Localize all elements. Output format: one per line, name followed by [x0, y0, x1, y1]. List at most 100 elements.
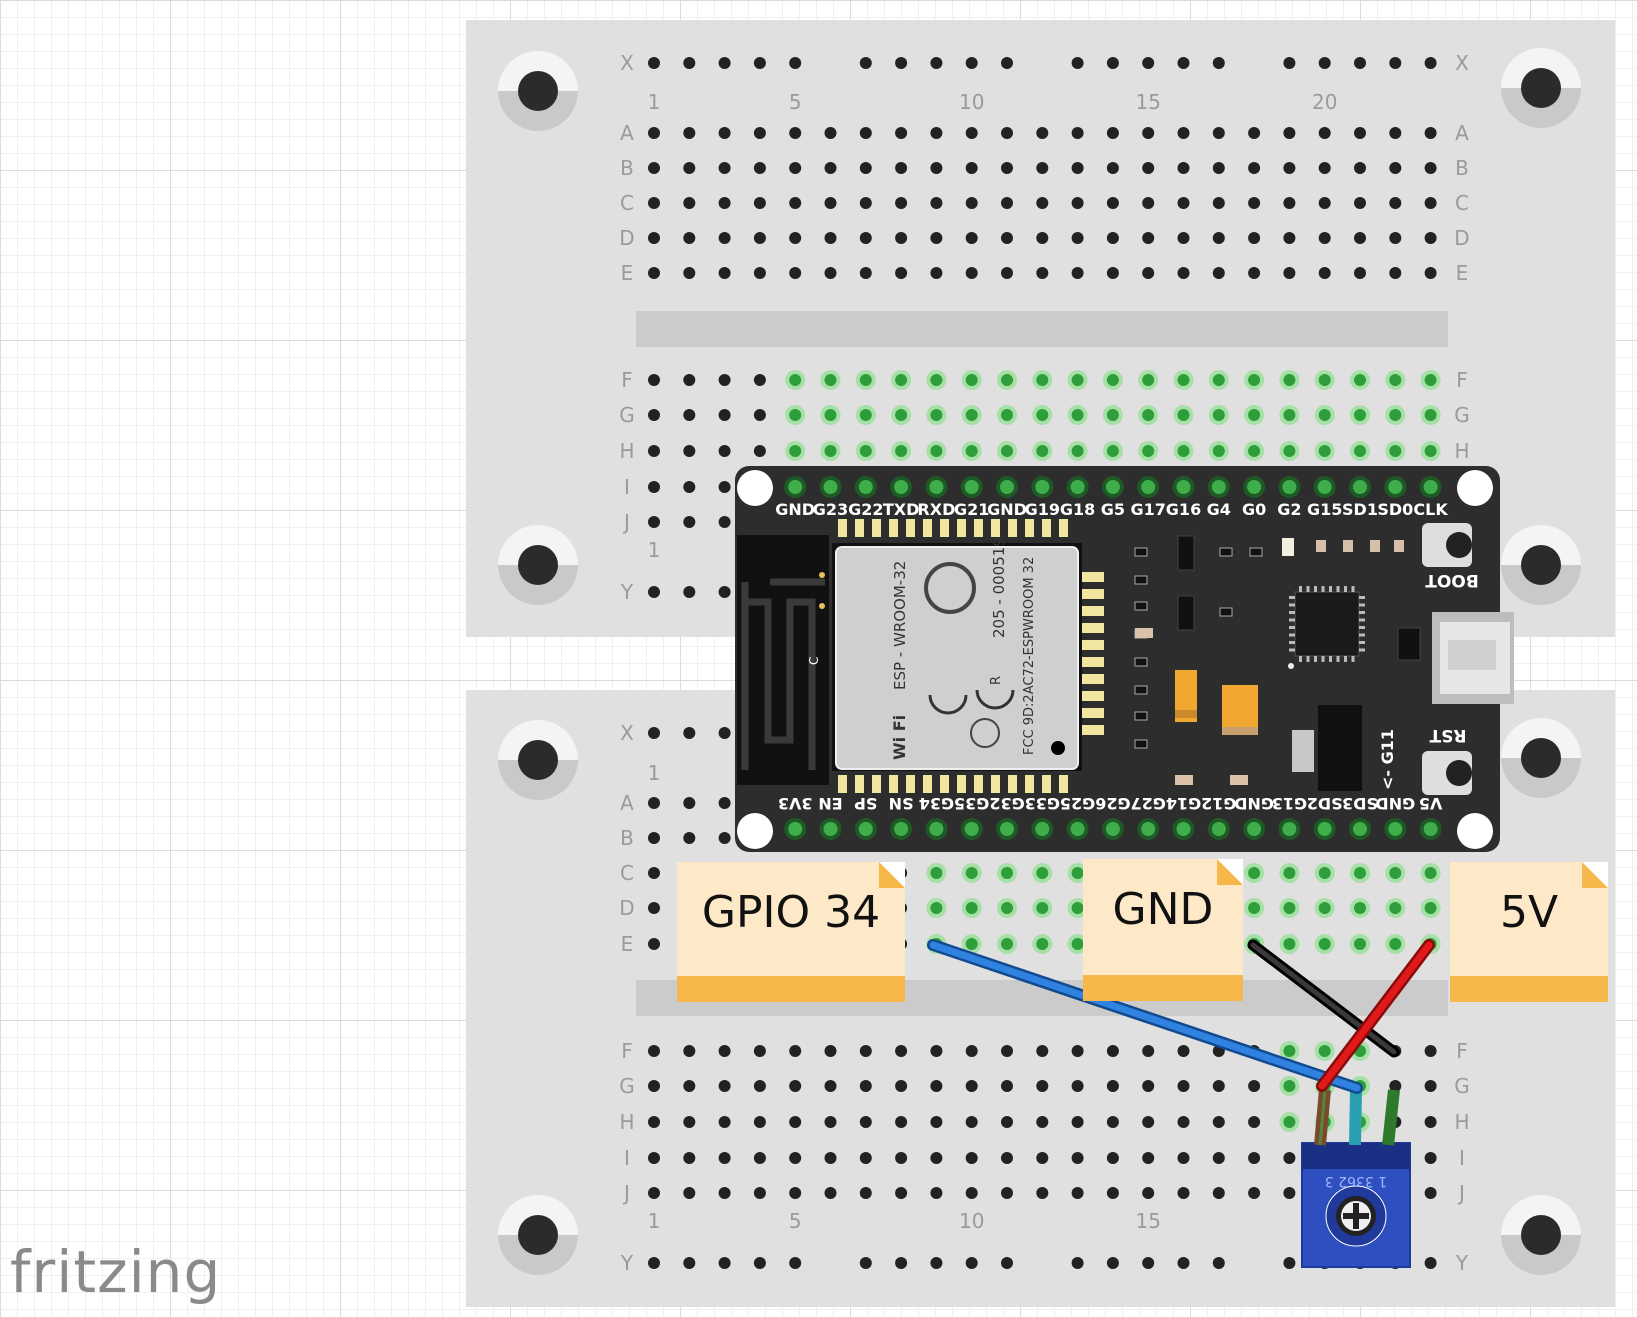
- breadboard-hole[interactable]: [1106, 374, 1119, 386]
- breadboard-hole[interactable]: [648, 1152, 660, 1164]
- breadboard-hole[interactable]: [1177, 1257, 1190, 1269]
- breadboard-hole[interactable]: [1283, 867, 1296, 879]
- boot-button[interactable]: [1422, 523, 1472, 567]
- breadboard-hole[interactable]: [1142, 197, 1155, 209]
- breadboard-hole[interactable]: [789, 1187, 802, 1199]
- breadboard-hole[interactable]: [753, 374, 766, 386]
- breadboard-hole[interactable]: [648, 586, 660, 598]
- breadboard-hole[interactable]: [648, 267, 660, 279]
- breadboard-hole[interactable]: [648, 867, 660, 879]
- breadboard-hole[interactable]: [1142, 57, 1155, 69]
- breadboard-hole[interactable]: [1001, 232, 1013, 244]
- breadboard-hole[interactable]: [824, 1080, 837, 1092]
- breadboard-hole[interactable]: [648, 374, 660, 386]
- breadboard-hole[interactable]: [1106, 1080, 1119, 1092]
- breadboard-hole[interactable]: [1424, 1080, 1437, 1092]
- breadboard-hole[interactable]: [895, 162, 908, 174]
- breadboard-hole[interactable]: [1318, 409, 1331, 421]
- breadboard-hole[interactable]: [895, 409, 908, 421]
- breadboard-hole[interactable]: [1142, 409, 1155, 421]
- breadboard-hole[interactable]: [965, 867, 978, 879]
- breadboard-hole[interactable]: [648, 1257, 660, 1269]
- breadboard-hole[interactable]: [930, 867, 943, 879]
- breadboard-hole[interactable]: [1389, 57, 1402, 69]
- breadboard-hole[interactable]: [1248, 1080, 1261, 1092]
- breadboard-hole[interactable]: [1283, 374, 1296, 386]
- breadboard-hole[interactable]: [683, 445, 696, 457]
- breadboard-hole[interactable]: [859, 197, 872, 209]
- breadboard-hole[interactable]: [1142, 162, 1155, 174]
- breadboard-hole[interactable]: [895, 1152, 908, 1164]
- breadboard-hole[interactable]: [1283, 267, 1296, 279]
- breadboard-hole[interactable]: [965, 938, 978, 950]
- breadboard-hole[interactable]: [718, 1187, 731, 1199]
- breadboard-hole[interactable]: [683, 409, 696, 421]
- breadboard-hole[interactable]: [1106, 1116, 1119, 1128]
- breadboard-hole[interactable]: [1283, 902, 1296, 914]
- breadboard-hole[interactable]: [789, 267, 802, 279]
- breadboard-hole[interactable]: [1177, 1187, 1190, 1199]
- breadboard-hole[interactable]: [1177, 1116, 1190, 1128]
- note-gpio34[interactable]: GPIO 34: [677, 862, 905, 1002]
- breadboard-hole[interactable]: [1106, 197, 1119, 209]
- breadboard-hole[interactable]: [965, 902, 978, 914]
- breadboard-hole[interactable]: [1389, 902, 1402, 914]
- breadboard-hole[interactable]: [1036, 902, 1049, 914]
- breadboard-hole[interactable]: [1177, 267, 1190, 279]
- breadboard-hole[interactable]: [1212, 1187, 1225, 1199]
- breadboard-hole[interactable]: [1071, 1045, 1084, 1057]
- breadboard-hole[interactable]: [1036, 374, 1049, 386]
- breadboard-hole[interactable]: [824, 127, 837, 139]
- breadboard-hole[interactable]: [1283, 232, 1296, 244]
- breadboard-hole[interactable]: [1106, 445, 1119, 457]
- breadboard-hole[interactable]: [683, 1257, 696, 1269]
- breadboard-hole[interactable]: [1389, 232, 1402, 244]
- breadboard-hole[interactable]: [1424, 1116, 1437, 1128]
- breadboard-hole[interactable]: [1212, 232, 1225, 244]
- breadboard-hole[interactable]: [1354, 938, 1366, 950]
- breadboard-hole[interactable]: [1036, 232, 1049, 244]
- breadboard-hole[interactable]: [895, 374, 908, 386]
- breadboard-hole[interactable]: [648, 162, 660, 174]
- breadboard-hole[interactable]: [1071, 374, 1084, 386]
- breadboard-hole[interactable]: [789, 445, 802, 457]
- breadboard-hole[interactable]: [1283, 1187, 1296, 1199]
- breadboard-hole[interactable]: [930, 1257, 943, 1269]
- breadboard-hole[interactable]: [718, 832, 731, 844]
- breadboard-hole[interactable]: [965, 197, 978, 209]
- breadboard-hole[interactable]: [1354, 445, 1366, 457]
- breadboard-hole[interactable]: [859, 1257, 872, 1269]
- breadboard-hole[interactable]: [1106, 1045, 1119, 1057]
- breadboard-hole[interactable]: [1283, 445, 1296, 457]
- breadboard-hole[interactable]: [1071, 1080, 1084, 1092]
- breadboard-hole[interactable]: [789, 1152, 802, 1164]
- breadboard-hole[interactable]: [753, 1080, 766, 1092]
- breadboard-hole[interactable]: [1001, 938, 1013, 950]
- breadboard-hole[interactable]: [1001, 57, 1013, 69]
- breadboard-hole[interactable]: [1001, 374, 1013, 386]
- breadboard-hole[interactable]: [1106, 162, 1119, 174]
- note-gnd[interactable]: GND: [1083, 859, 1243, 1001]
- breadboard-hole[interactable]: [1036, 162, 1049, 174]
- breadboard-hole[interactable]: [683, 1116, 696, 1128]
- breadboard-hole[interactable]: [1318, 445, 1331, 457]
- breadboard-hole[interactable]: [789, 1257, 802, 1269]
- breadboard-hole[interactable]: [1142, 445, 1155, 457]
- breadboard-hole[interactable]: [1036, 409, 1049, 421]
- breadboard-hole[interactable]: [1001, 445, 1013, 457]
- breadboard-hole[interactable]: [1177, 409, 1190, 421]
- breadboard-hole[interactable]: [1142, 267, 1155, 279]
- breadboard-hole[interactable]: [683, 481, 696, 493]
- breadboard-hole[interactable]: [718, 1080, 731, 1092]
- breadboard-hole[interactable]: [1212, 445, 1225, 457]
- breadboard-hole[interactable]: [1354, 267, 1366, 279]
- breadboard-hole[interactable]: [753, 1257, 766, 1269]
- breadboard-hole[interactable]: [1248, 445, 1261, 457]
- breadboard-hole[interactable]: [1283, 162, 1296, 174]
- breadboard-hole[interactable]: [789, 162, 802, 174]
- breadboard-hole[interactable]: [1389, 127, 1402, 139]
- breadboard-hole[interactable]: [718, 162, 731, 174]
- breadboard-hole[interactable]: [1318, 197, 1331, 209]
- breadboard-hole[interactable]: [1142, 1257, 1155, 1269]
- breadboard-hole[interactable]: [753, 127, 766, 139]
